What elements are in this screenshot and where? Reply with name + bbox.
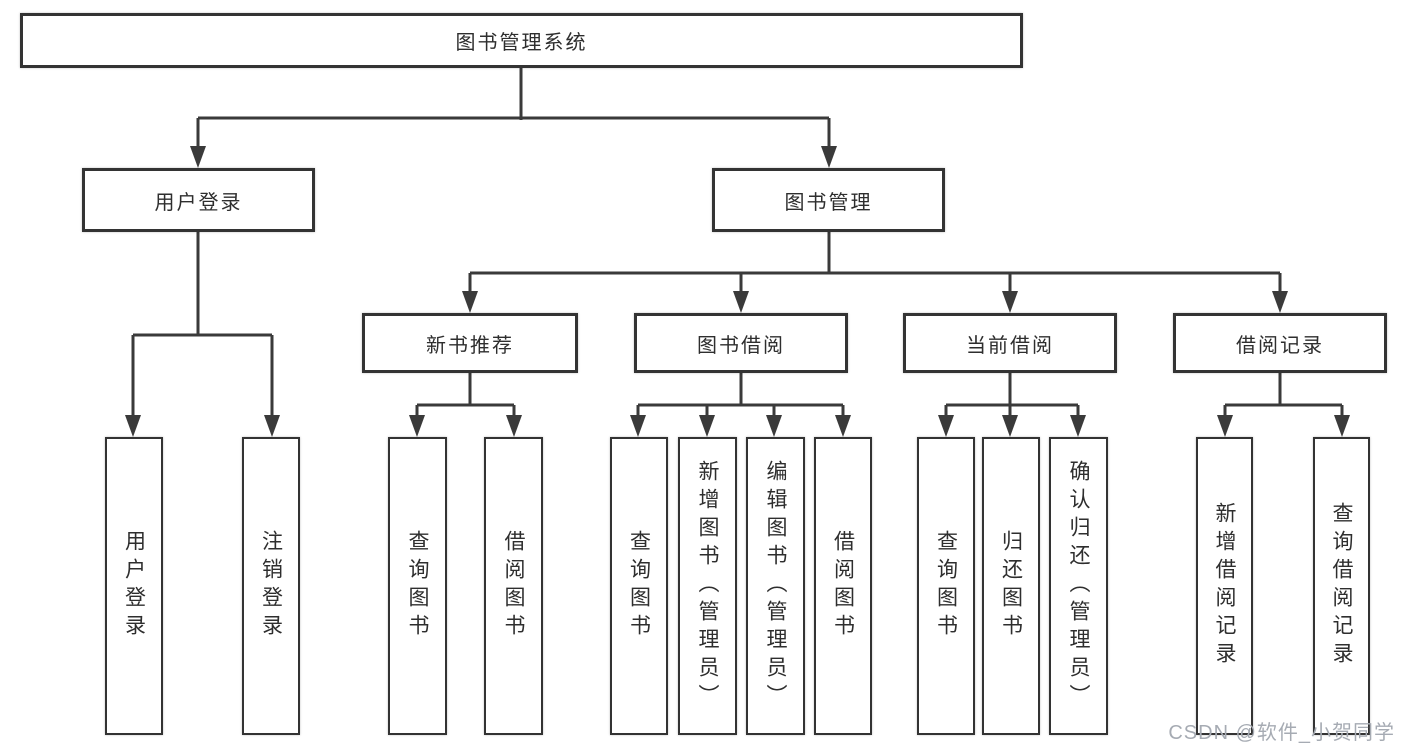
- leaf-label: 查询图书: [627, 530, 651, 642]
- connector-book-borrow-to-leaves: [630, 373, 851, 437]
- leaf-label: 新增图书（管理员）: [696, 460, 719, 712]
- csdn-watermark: CSDN @软件_小贺同学: [1168, 722, 1395, 744]
- node-root-system: 图书管理系统: [20, 13, 1023, 68]
- node-current-borrow: 当前借阅: [903, 313, 1117, 373]
- node-label: 当前借阅: [966, 334, 1054, 357]
- node-label: 图书借阅: [697, 334, 785, 357]
- node-label: 借阅记录: [1236, 334, 1324, 357]
- node-book-management: 图书管理: [712, 168, 945, 232]
- leaf-user-login: 用户登录: [105, 437, 163, 735]
- node-label: 图书管理: [784, 191, 873, 214]
- leaf-borrow-books-recommend: 借阅图书: [484, 437, 543, 735]
- leaf-logout: 注销登录: [242, 437, 300, 735]
- arrowhead-icon: [766, 415, 782, 437]
- leaf-return-books: 归还图书: [982, 437, 1040, 735]
- arrowhead-icon: [264, 415, 280, 437]
- leaf-add-books-admin: 新增图书（管理员）: [678, 437, 737, 735]
- arrowhead-icon: [630, 415, 646, 437]
- arrowhead-icon: [1002, 415, 1018, 437]
- leaf-label: 注销登录: [259, 530, 283, 642]
- node-user-login: 用户登录: [82, 168, 315, 232]
- arrowhead-icon: [821, 146, 837, 168]
- arrowhead-icon: [1070, 415, 1086, 437]
- arrowhead-icon: [1217, 415, 1233, 437]
- arrowhead-icon: [462, 291, 478, 313]
- leaf-label: 确认归还（管理员）: [1067, 460, 1090, 712]
- arrowhead-icon: [409, 415, 425, 437]
- leaf-add-borrow-record: 新增借阅记录: [1196, 437, 1253, 735]
- node-book-borrow: 图书借阅: [634, 313, 848, 373]
- leaf-edit-books-admin: 编辑图书（管理员）: [746, 437, 805, 735]
- node-new-book-recommend: 新书推荐: [362, 313, 578, 373]
- leaf-confirm-return-admin: 确认归还（管理员）: [1049, 437, 1108, 735]
- node-label: 新书推荐: [426, 334, 514, 357]
- leaf-label: 借阅图书: [831, 530, 855, 642]
- connector-borrow-records-to-leaves: [1217, 373, 1350, 437]
- connector-book-mgmt-to-level3: [462, 232, 1288, 313]
- leaf-label: 编辑图书（管理员）: [764, 460, 787, 712]
- leaf-query-books-borrow: 查询图书: [610, 437, 668, 735]
- leaf-label: 查询借阅记录: [1330, 502, 1353, 670]
- leaf-label: 借阅图书: [502, 530, 525, 642]
- leaf-label: 用户登录: [122, 530, 146, 642]
- node-label: 用户登录: [154, 191, 243, 214]
- arrowhead-icon: [1272, 291, 1288, 313]
- node-borrow-records: 借阅记录: [1173, 313, 1387, 373]
- leaf-label: 查询图书: [406, 530, 429, 642]
- arrowhead-icon: [733, 291, 749, 313]
- leaf-query-borrow-record: 查询借阅记录: [1313, 437, 1370, 735]
- leaf-borrow-books: 借阅图书: [814, 437, 872, 735]
- connector-root-to-level2: [190, 68, 837, 168]
- leaf-query-books-current: 查询图书: [917, 437, 975, 735]
- leaf-label: 新增借阅记录: [1213, 502, 1236, 670]
- arrowhead-icon: [1002, 291, 1018, 313]
- arrowhead-icon: [506, 415, 522, 437]
- connector-user-login-to-leaves: [125, 232, 280, 437]
- arrowhead-icon: [699, 415, 715, 437]
- arrowhead-icon: [125, 415, 141, 437]
- arrowhead-icon: [835, 415, 851, 437]
- leaf-label: 归还图书: [999, 530, 1023, 642]
- arrowhead-icon: [190, 146, 206, 168]
- leaf-query-books-recommend: 查询图书: [388, 437, 447, 735]
- connector-current-borrow-to-leaves: [938, 373, 1086, 437]
- arrowhead-icon: [938, 415, 954, 437]
- leaf-label: 查询图书: [934, 530, 958, 642]
- node-label: 图书管理系统: [455, 32, 588, 54]
- connector-new-book-to-leaves: [409, 373, 522, 437]
- arrowhead-icon: [1334, 415, 1350, 437]
